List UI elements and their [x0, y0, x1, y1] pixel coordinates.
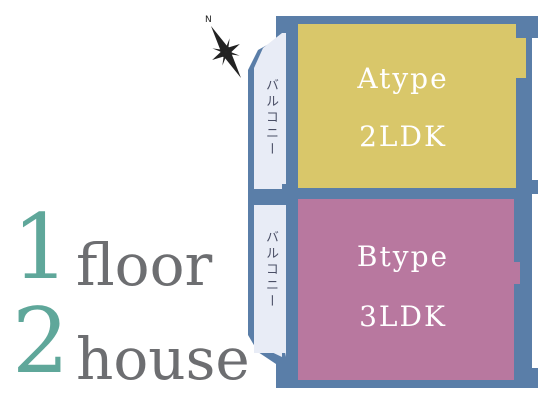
unit-a-type: Atype [357, 62, 449, 95]
compass-north-label: N [205, 15, 212, 25]
wall-corner-mid [516, 180, 538, 194]
unit-a-room [298, 24, 526, 188]
junction-pillar [282, 184, 296, 202]
upper-balcony-area [254, 33, 286, 189]
compass-rose-icon [211, 26, 241, 78]
unit-b-type: Btype [356, 240, 450, 273]
unit-b-layout: 3LDK [359, 300, 447, 333]
house-count-number: 2 [12, 289, 70, 394]
floor-word: floor [76, 231, 213, 299]
wall-corner-bottom [516, 368, 538, 388]
balcony-label-lower: バルコニー [263, 230, 278, 310]
balcony-label-upper: バルコニー [263, 78, 278, 158]
house-word: house [76, 325, 250, 393]
floor-count-number: 1 [12, 195, 70, 300]
wall-corner-top [516, 16, 538, 38]
unit-b-room [298, 199, 520, 380]
lower-balcony-fill [254, 205, 286, 353]
unit-a-layout: 2LDK [359, 120, 447, 153]
